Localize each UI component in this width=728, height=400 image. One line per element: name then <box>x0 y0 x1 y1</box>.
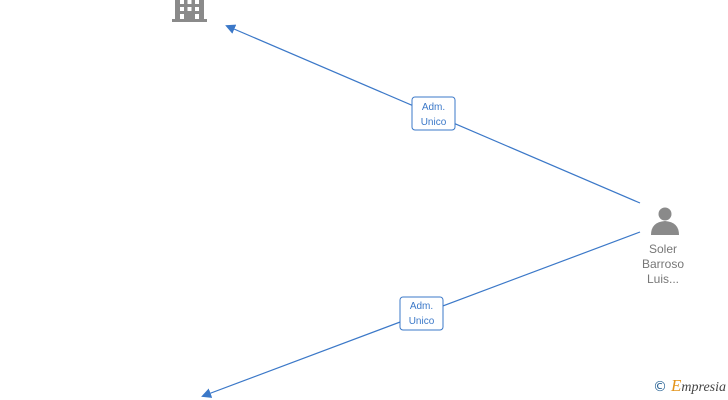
edge-label-top-line1: Adm. <box>422 102 445 113</box>
edge-label-top[interactable]: Adm. Unico <box>411 96 456 131</box>
person-name[interactable]: Soler Barroso Luis... <box>642 242 684 286</box>
edge-label-bottom-line2: Unico <box>409 316 435 327</box>
brand-name-rest: mpresia <box>681 380 726 395</box>
edge-label-bottom-line1: Adm. <box>410 301 433 312</box>
empresia-watermark: ©Empresia <box>653 376 726 396</box>
person-name-line3: Luis... <box>647 272 679 286</box>
person-name-line2: Barroso <box>642 257 684 271</box>
edge-label-bottom[interactable]: Adm. Unico <box>399 296 444 331</box>
edge-label-top-line2: Unico <box>421 117 447 128</box>
copyright-icon: © <box>653 379 668 395</box>
building-icon[interactable] <box>172 0 207 22</box>
person-icon[interactable] <box>651 207 679 236</box>
person-name-line1: Soler <box>649 242 677 256</box>
brand-first-letter: E <box>671 376 682 395</box>
